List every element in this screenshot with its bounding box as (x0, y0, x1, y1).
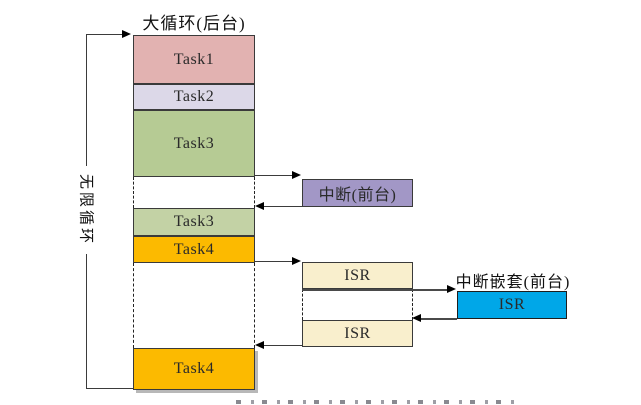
interrupt-entry-arrowhead-icon (292, 171, 301, 179)
infinite-loop-label: 无限循环 (76, 165, 98, 255)
isr-return-line (260, 345, 302, 346)
isr-entry-arrowhead-icon (292, 257, 301, 265)
isr-second-box: ISR (302, 320, 413, 347)
loop-top-arrowhead-icon (122, 30, 131, 38)
interrupt-label: 中断(前台) (318, 187, 397, 204)
task3-box: Task3 (133, 110, 255, 177)
task2-label: Task2 (173, 88, 215, 105)
isr-suspended-gap (302, 289, 413, 320)
nested-return-arrowhead-icon (412, 314, 421, 322)
nested-isr-label: ISR (498, 296, 526, 313)
task3-label: Task3 (173, 134, 215, 152)
interrupt-return-line (258, 206, 302, 207)
task4-resume-label: Task4 (173, 360, 215, 377)
nested-isr-box: ISR (457, 291, 567, 319)
interrupt-entry-line (255, 175, 295, 176)
task4-box: Task4 (133, 236, 255, 263)
task4-label: Task4 (173, 240, 215, 258)
background-loop-title: 大循环(后台) (142, 14, 246, 33)
task4-resume-box: Task4 (133, 348, 255, 390)
task2-box: Task2 (133, 84, 255, 110)
interrupt-box: 中断(前台) (302, 179, 413, 207)
isr-entry-line (255, 261, 295, 262)
task3-resume-box: Task3 (133, 208, 255, 236)
loop-bracket-bottom-line (86, 388, 134, 389)
isr-second-label: ISR (344, 324, 371, 342)
isr-first-label: ISR (344, 266, 371, 284)
interrupt-return-arrowhead-icon (255, 202, 264, 210)
isr-first-box: ISR (302, 262, 413, 289)
task-suspended-gap-1 (133, 177, 255, 208)
loop-bracket-top-line (86, 34, 123, 35)
nested-entry-line (302, 289, 450, 291)
clipped-caption-text (236, 400, 520, 404)
isr-return-arrowhead-icon (255, 341, 264, 349)
nested-interrupt-title: 中断嵌套(前台) (455, 274, 571, 291)
nested-return-line (418, 318, 457, 320)
nested-entry-arrowhead-icon (447, 285, 456, 293)
task1-label: Task1 (173, 50, 215, 68)
task-suspended-gap-2 (133, 263, 255, 348)
task3-resume-label: Task3 (173, 213, 215, 230)
task1-box: Task1 (133, 35, 255, 84)
